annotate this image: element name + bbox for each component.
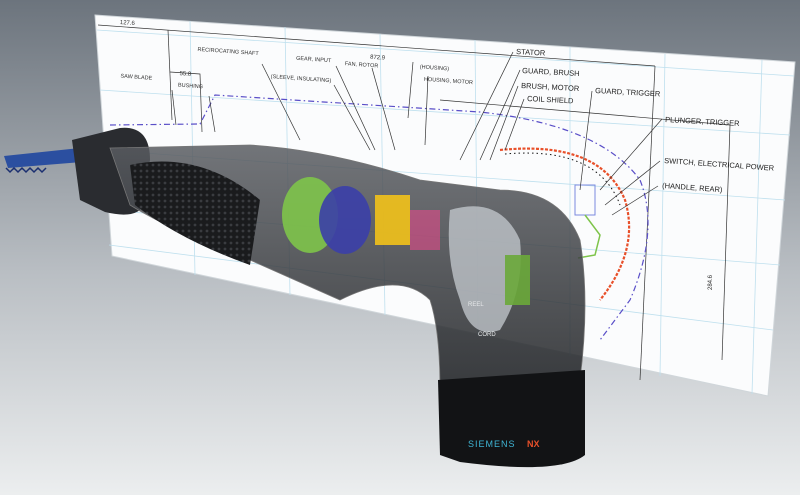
callout-housing: (HOUSING) [420, 64, 450, 72]
dimension-872-9: 872.9 [370, 55, 386, 62]
callout-reciprocating-shaft: RECIROCATING SHAFT [197, 47, 259, 57]
callout-gear-input: GEAR, INPUT [296, 56, 332, 64]
logo-product: NX [527, 439, 540, 449]
callout-reel: REEL [468, 302, 484, 308]
callout-coil-shield: COIL SHIELD [527, 94, 574, 105]
callout-stator: STATOR [516, 47, 546, 58]
saw-blade [4, 148, 82, 174]
see-through-callouts: REEL CORD [468, 302, 496, 338]
callout-handle-rear: (HANDLE, REAR) [662, 181, 723, 194]
siemens-nx-logo: SIEMENS NX [468, 439, 540, 449]
callout-brush-motor: BRUSH, MOTOR [521, 81, 580, 93]
callout-sleeve-insulating: (SLEEVE, INSULATING) [271, 74, 332, 84]
dimension-284-6: 284.6 [708, 274, 714, 290]
callout-guard-brush: GUARD, BRUSH [522, 66, 580, 78]
dimension-127-6: 127.6 [120, 20, 136, 27]
callout-guard-trigger: GUARD, TRIGGER [595, 86, 661, 98]
logo-brand: SIEMENS [468, 439, 516, 449]
callout-cord: CORD [478, 332, 496, 338]
callout-plunger-trigger: PLUNGER, TRIGGER [665, 115, 740, 128]
reciprocating-saw-model: SIEMENS NX [4, 127, 586, 468]
callout-bushing: BUSHING [178, 83, 203, 91]
callout-fan-rotor: FAN, ROTOR [345, 61, 379, 69]
dimension-55-8: 55.8 [179, 71, 192, 78]
callouts: SAW BLADE BUSHING RECIROCATING SHAFT (SL… [120, 47, 775, 216]
battery-pack [438, 370, 585, 468]
callout-housing-motor: HOUSING, MOTOR [424, 77, 473, 86]
front-grip [130, 161, 260, 265]
handle-opening [448, 206, 521, 332]
callout-saw-blade: SAW BLADE [120, 74, 153, 82]
motor-internals [282, 177, 530, 305]
